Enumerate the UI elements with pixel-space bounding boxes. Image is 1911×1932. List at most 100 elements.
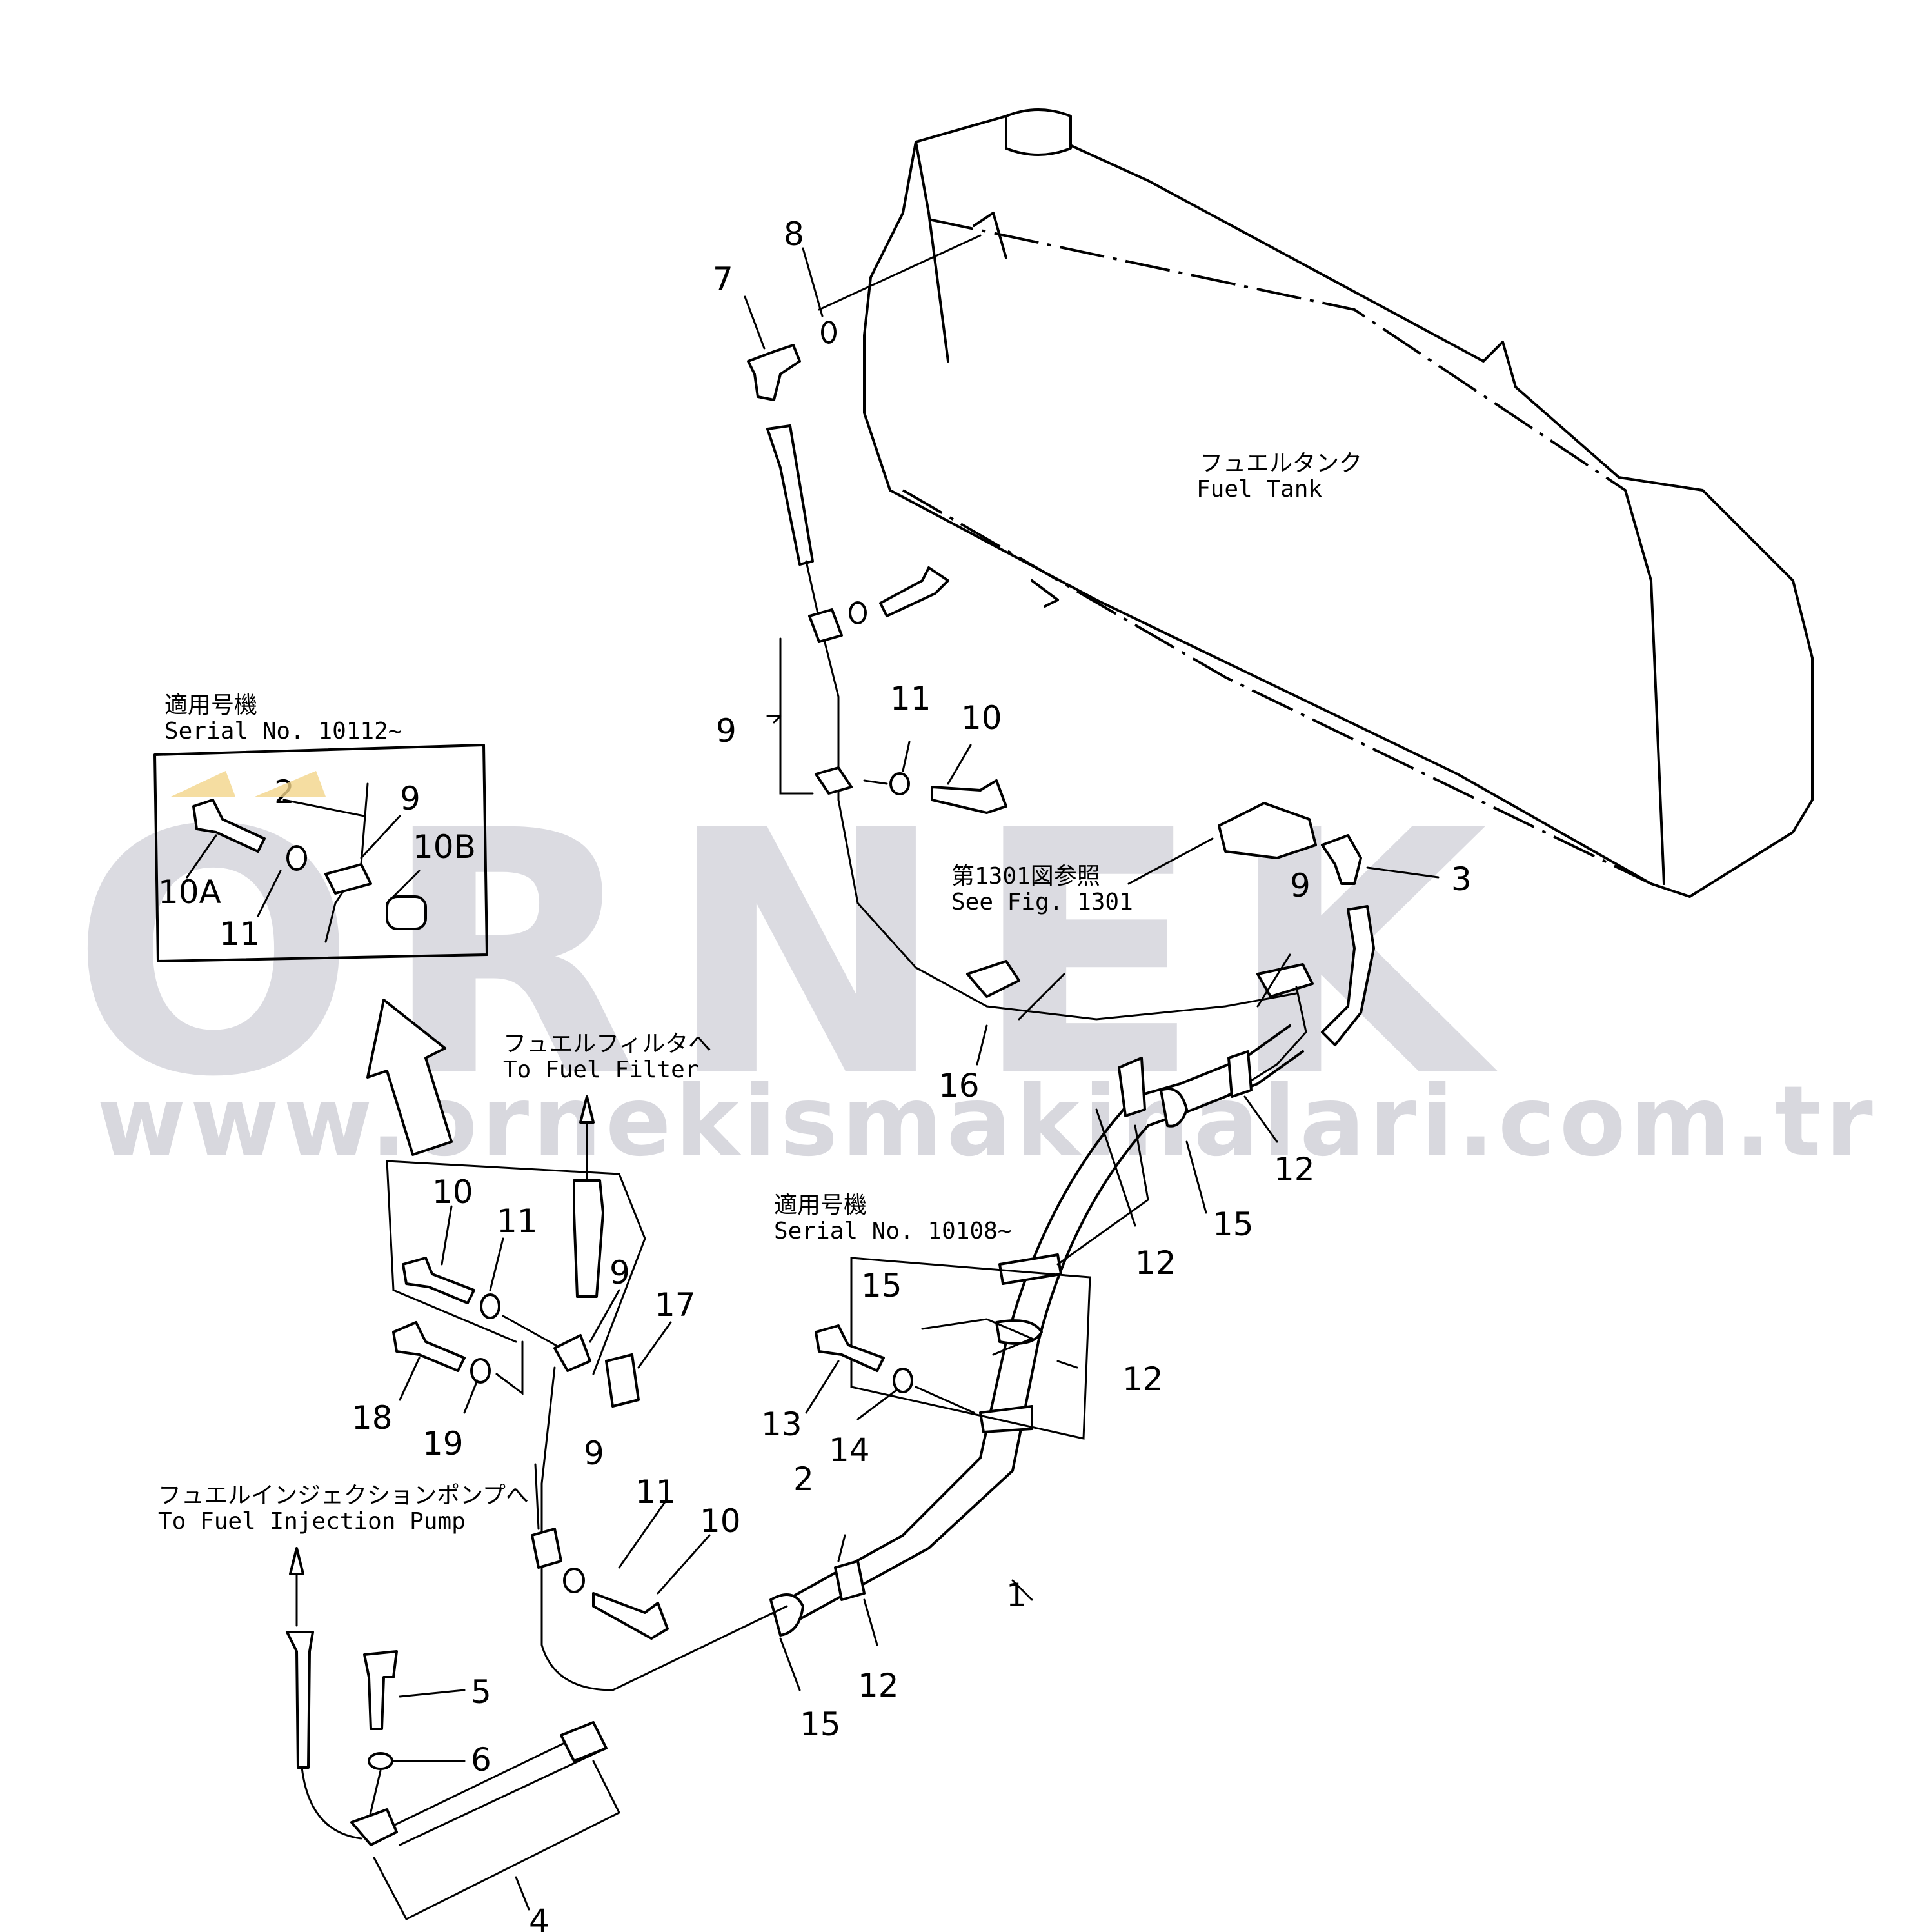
bolt-10-left	[402, 1257, 475, 1304]
bolt-10a	[192, 799, 266, 853]
callout-12-c: 12	[1122, 1360, 1163, 1398]
clamp-12-a	[1118, 1057, 1146, 1117]
washer-6	[368, 1752, 393, 1770]
callout-12-a: 12	[1274, 1151, 1315, 1188]
to-filter-label-jp: フュエルフィルタへ	[503, 1031, 711, 1057]
injection-pump-line: フュエルインジェクションポンプへ To Fuel Injection Pump	[158, 1482, 621, 1920]
clamp-16	[966, 960, 1020, 998]
washer-11-left	[480, 1293, 500, 1319]
callout-10-left: 10	[432, 1173, 473, 1211]
callout-9-mid: 9	[584, 1435, 604, 1472]
callout-10B: 10B	[413, 828, 476, 866]
washer-19	[470, 1358, 491, 1384]
watermark: ORNEK www.ornekismakinalari.com.tr	[71, 759, 1877, 1178]
banjo-4	[350, 1808, 398, 1846]
clamp-9-upper	[808, 608, 843, 643]
elbow-3	[1321, 834, 1362, 885]
clamp-9-right	[1256, 963, 1314, 998]
callout-15-a: 15	[1213, 1206, 1254, 1243]
callout-14: 14	[829, 1431, 870, 1469]
clamp-12-e	[834, 1560, 866, 1601]
callout-10-upper: 10	[961, 699, 1002, 737]
fuel-tank-label-en: Fuel Tank	[1196, 476, 1322, 503]
oring-8	[821, 321, 837, 344]
callout-16: 16	[938, 1067, 980, 1104]
bolt-18	[392, 1321, 466, 1372]
clamp-12-b	[1227, 1050, 1253, 1098]
serial-10108-label-en: Serial No. 10108~	[774, 1218, 1011, 1244]
callout-9-upper: 9	[716, 712, 737, 750]
inset-serial-10112: 適用号機 Serial No. 10112~ 2 9 10A 10B 11	[153, 692, 488, 962]
washer-11-mid	[563, 1568, 585, 1593]
callout-10A: 10A	[158, 873, 221, 911]
arrow-to-pump-icon	[289, 1547, 304, 1575]
callout-7: 7	[713, 261, 733, 298]
plate-17	[605, 1353, 640, 1408]
clamp-9-inset	[324, 863, 372, 895]
callout-3: 3	[1451, 861, 1472, 898]
clamp-4	[560, 1721, 608, 1762]
serial-10108-label-jp: 適用号機	[774, 1192, 867, 1219]
elbow-7	[747, 344, 801, 401]
callout-2: 2	[793, 1460, 814, 1498]
arrow-to-filter-icon	[579, 1095, 595, 1124]
washer-upper	[849, 601, 867, 624]
washer-14	[893, 1368, 913, 1393]
serial-10112-label-en: Serial No. 10112~	[164, 718, 402, 744]
fuel-tank-label-jp: フュエルタンク	[1200, 450, 1362, 477]
callout-12-b: 12	[1135, 1244, 1176, 1282]
bolt-10-mid	[592, 1592, 669, 1640]
watermark-url: www.ornekismakinalari.com.tr	[97, 1066, 1877, 1178]
to-pump-label-en: To Fuel Injection Pump	[158, 1508, 466, 1535]
fitting-fig-1301	[1218, 802, 1317, 859]
fuel-tank: フュエルタンク Fuel Tank	[863, 108, 1814, 898]
callout-17: 17	[655, 1286, 696, 1324]
serial-10112-label-jp: 適用号機	[164, 692, 257, 719]
callout-11-left: 11	[497, 1202, 538, 1240]
callout-4: 4	[529, 1902, 550, 1932]
hose-filter	[573, 1179, 604, 1298]
bolt-5	[363, 1650, 398, 1730]
callout-18: 18	[352, 1399, 393, 1437]
callout-1: 1	[1006, 1577, 1027, 1614]
to-pump-label-jp: フュエルインジェクションポンプへ	[158, 1482, 529, 1509]
pipe-4-vertical	[286, 1631, 314, 1769]
hose-right	[1321, 905, 1375, 1046]
clamp-9-lower	[815, 766, 853, 795]
clamp-15-a	[1160, 1088, 1188, 1128]
callout-9-left: 9	[609, 1254, 630, 1291]
leader-lines	[392, 247, 1278, 1911]
inset-serial-10108: 適用号機 Serial No. 10108~	[774, 1192, 1091, 1440]
callout-11-upper: 11	[890, 680, 931, 717]
callout-13: 13	[761, 1406, 802, 1443]
to-filter-label-en: To Fuel Filter	[503, 1057, 698, 1083]
hose-upper	[766, 424, 814, 566]
callout-10-mid: 10	[700, 1502, 741, 1540]
callout-9-right: 9	[1290, 867, 1311, 904]
washer-11-upper	[889, 772, 910, 795]
see-fig-label-jp: 第1301図参照	[951, 863, 1100, 890]
callout-11-inset: 11	[219, 915, 261, 953]
callout-8: 8	[784, 215, 804, 253]
filter-line: フュエルフィルタへ To Fuel Filter	[386, 1031, 975, 1691]
bolt-upper	[879, 566, 949, 617]
clamp-12-c	[998, 1253, 1062, 1285]
clamp-9-left	[553, 1334, 591, 1372]
bolt-10-upper	[931, 779, 1007, 814]
clamp-15-c	[769, 1593, 804, 1637]
callout-15-b: 15	[861, 1267, 902, 1304]
arrow-to-inset-icon	[366, 999, 453, 1156]
bolt-13	[815, 1324, 885, 1372]
clamp-12-d	[979, 1405, 1033, 1433]
clamp-9-mid	[531, 1528, 562, 1569]
callout-15-c: 15	[800, 1706, 841, 1743]
callout-9-inset: 9	[400, 780, 421, 817]
callout-6: 6	[471, 1741, 491, 1778]
callout-19: 19	[422, 1425, 464, 1462]
tank-filler-neck	[1005, 108, 1072, 156]
callout-12-d: 12	[858, 1667, 899, 1704]
callouts: 7 8 9 11 10 3 9 16 12 15 12 15 12 10 11 …	[352, 215, 1472, 1932]
see-fig-label-en: See Fig. 1301	[951, 889, 1133, 915]
tank-outlet-line	[747, 234, 1440, 1098]
